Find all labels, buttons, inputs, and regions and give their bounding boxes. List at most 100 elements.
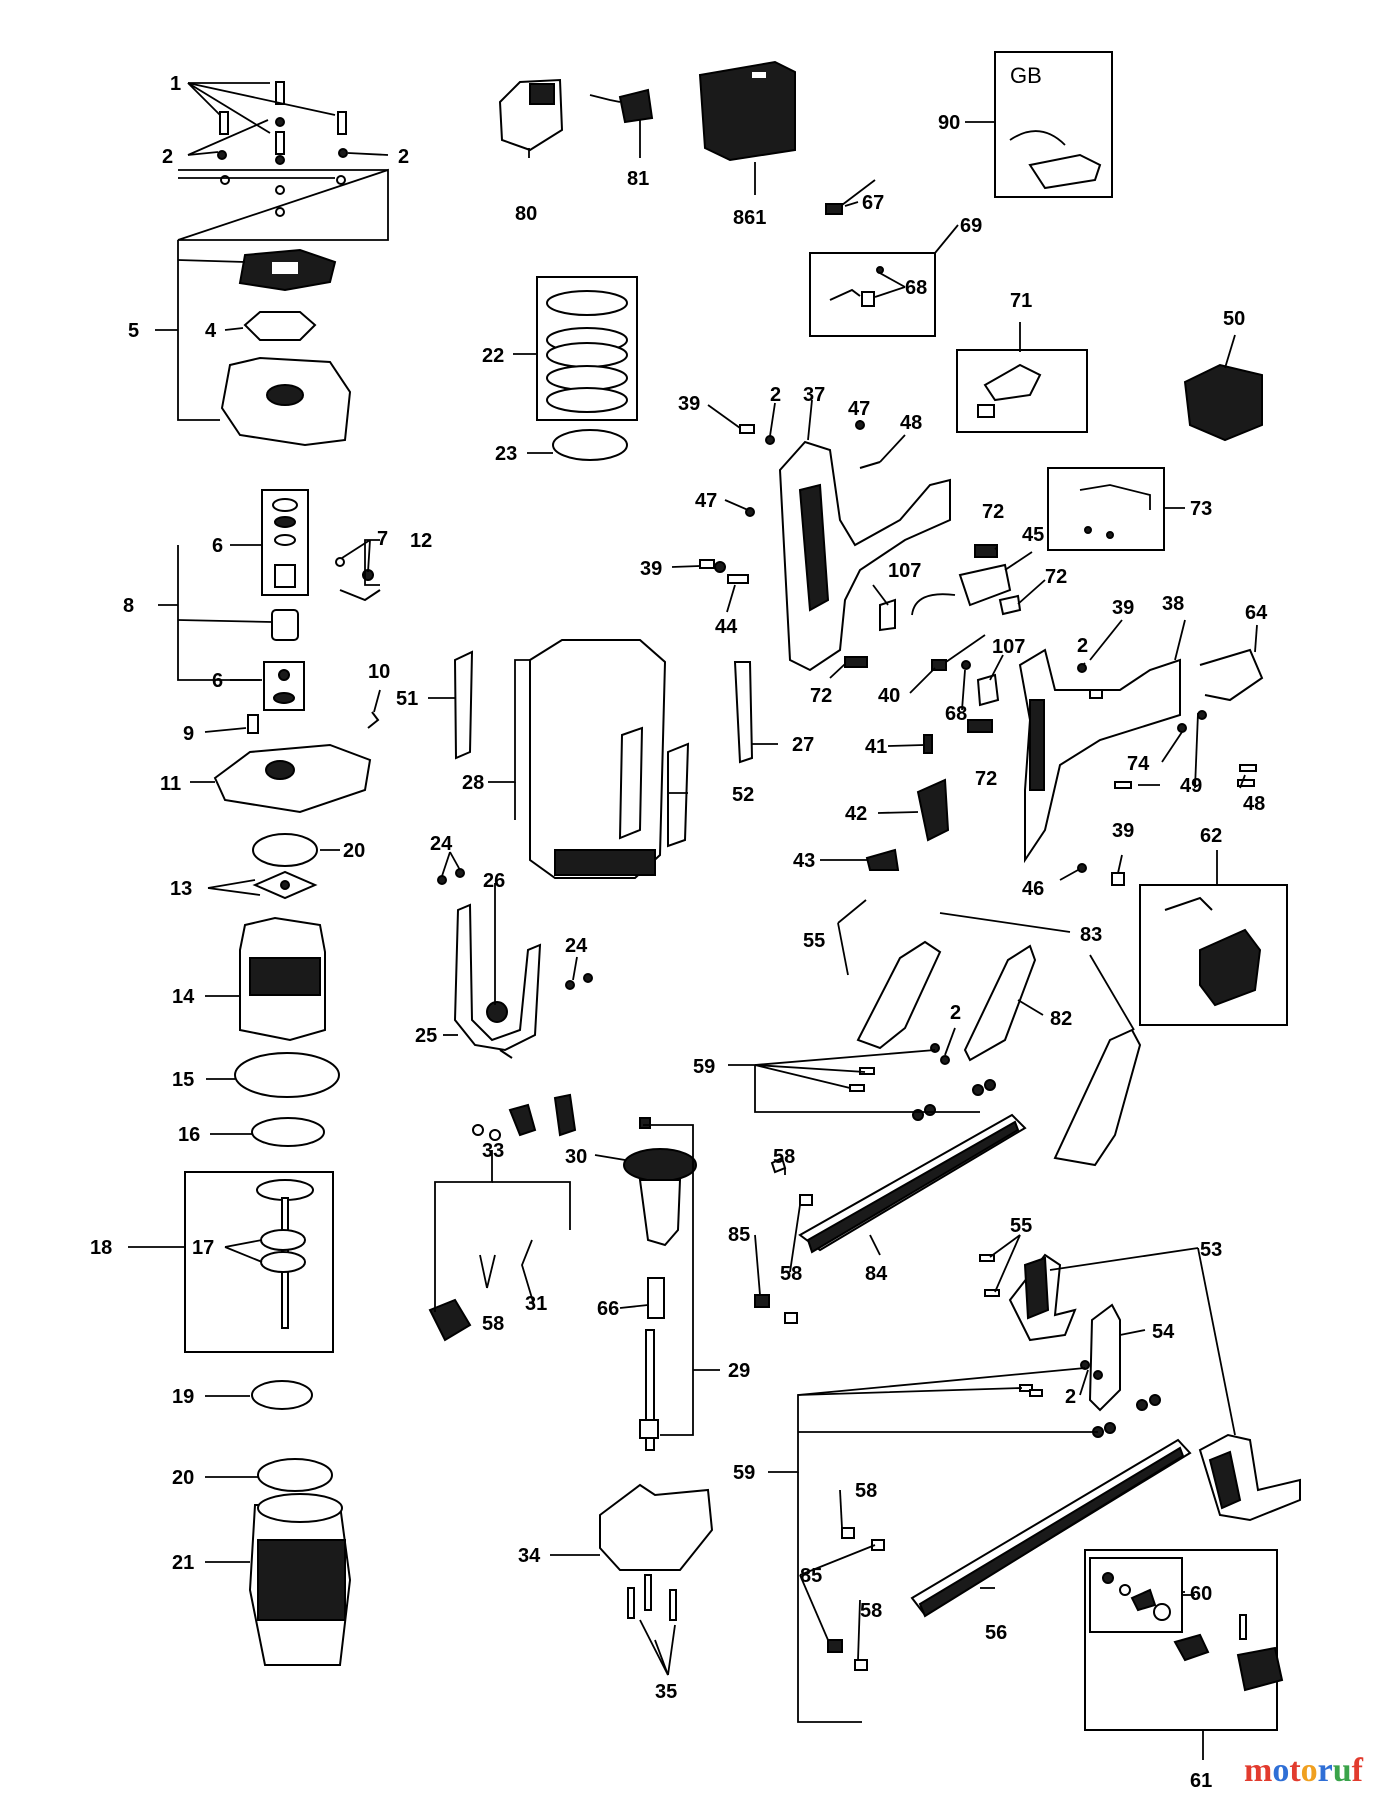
callout-24: 24 bbox=[565, 935, 588, 957]
callout-62: 62 bbox=[1200, 825, 1222, 847]
pad-72c bbox=[844, 656, 868, 668]
callout-82: 82 bbox=[1050, 1008, 1072, 1030]
callout-21: 21 bbox=[172, 1552, 194, 1574]
callout-17: 17 bbox=[192, 1237, 214, 1259]
callout-107: 107 bbox=[992, 636, 1025, 658]
callout-48: 48 bbox=[900, 412, 922, 434]
callout-59: 59 bbox=[693, 1056, 715, 1078]
gasket-15 bbox=[234, 1052, 340, 1098]
callout-12: 12 bbox=[410, 530, 432, 552]
screws-35 bbox=[627, 1574, 677, 1621]
watermark-letter: u bbox=[1332, 1752, 1352, 1789]
callout-55: 55 bbox=[803, 930, 825, 952]
bumper-51 bbox=[453, 650, 474, 760]
callout-7: 7 bbox=[377, 528, 388, 550]
callout-81: 81 bbox=[627, 168, 649, 190]
callout-39: 39 bbox=[1112, 597, 1134, 619]
callout-19: 19 bbox=[172, 1386, 194, 1408]
motor-45 bbox=[911, 544, 1012, 616]
charger-box-gb bbox=[994, 51, 1113, 198]
callout-34: 34 bbox=[518, 1545, 541, 1567]
callout-20: 20 bbox=[343, 840, 365, 862]
latch-43 bbox=[865, 848, 900, 871]
callout-31: 31 bbox=[525, 1293, 547, 1315]
callout-26: 26 bbox=[483, 870, 505, 892]
callout-2: 2 bbox=[1077, 635, 1088, 657]
callout-49: 49 bbox=[1180, 775, 1202, 797]
magazine-arm-82 bbox=[963, 944, 1037, 1062]
watermark-letter: o bbox=[1300, 1752, 1318, 1789]
guard-34 bbox=[599, 1483, 714, 1571]
callout-44: 44 bbox=[715, 616, 738, 638]
callout-27: 27 bbox=[792, 734, 814, 756]
magazine-arm-54 bbox=[1088, 1303, 1121, 1412]
callout-41: 41 bbox=[865, 736, 887, 758]
battery-50 bbox=[1183, 363, 1263, 442]
callout-71: 71 bbox=[1010, 290, 1032, 312]
callout-80: 80 bbox=[515, 203, 537, 225]
callout-861: 861 bbox=[733, 207, 766, 229]
callout-46: 46 bbox=[1022, 878, 1044, 900]
callout-72: 72 bbox=[975, 768, 997, 790]
callout-11: 11 bbox=[160, 773, 181, 795]
callout-64: 64 bbox=[1245, 602, 1268, 624]
callout-5: 5 bbox=[128, 320, 139, 342]
parts-58-85b bbox=[827, 1527, 885, 1671]
callout-40: 40 bbox=[878, 685, 900, 707]
latch-kit-62 bbox=[1164, 896, 1262, 1007]
callout-47: 47 bbox=[848, 398, 870, 420]
callout-48: 48 bbox=[1243, 793, 1265, 815]
callout-37: 37 bbox=[803, 384, 825, 406]
charger-80 bbox=[498, 78, 564, 152]
kit-68 bbox=[829, 266, 884, 307]
callout-39: 39 bbox=[678, 393, 700, 415]
callout-33: 33 bbox=[482, 1140, 504, 1162]
watermark-letter: o bbox=[1272, 1752, 1290, 1789]
callout-85: 85 bbox=[728, 1224, 750, 1246]
screw-46 bbox=[1077, 863, 1087, 873]
callout-2: 2 bbox=[398, 146, 409, 168]
callout-58: 58 bbox=[482, 1313, 504, 1335]
pin-39d bbox=[1111, 872, 1125, 886]
bracket-107b bbox=[976, 673, 1000, 707]
callout-14: 14 bbox=[172, 986, 195, 1008]
kit-box-73 bbox=[1047, 467, 1165, 551]
callout-61: 61 bbox=[1190, 1770, 1212, 1792]
callout-58: 58 bbox=[773, 1146, 795, 1168]
callout-58: 58 bbox=[855, 1480, 877, 1502]
callout-9: 9 bbox=[183, 723, 194, 745]
screws-24a bbox=[437, 868, 465, 885]
bracket-64 bbox=[1199, 648, 1264, 702]
callout-20: 20 bbox=[172, 1467, 194, 1489]
o-ring-20b bbox=[257, 1458, 333, 1492]
callout-84: 84 bbox=[865, 1263, 888, 1285]
watermark-letter: t bbox=[1289, 1752, 1301, 1789]
housing-38 bbox=[1018, 648, 1181, 864]
callout-54: 54 bbox=[1152, 1321, 1175, 1343]
callout-6: 6 bbox=[212, 535, 223, 557]
screws-24b bbox=[565, 973, 593, 990]
callout-39: 39 bbox=[1112, 820, 1134, 842]
parts-58-85a bbox=[754, 1156, 813, 1324]
magazine-support-83 bbox=[1053, 1028, 1142, 1167]
screws-37 bbox=[699, 420, 881, 584]
bracket-107a bbox=[879, 598, 896, 632]
battery-81 bbox=[589, 88, 654, 124]
callout-58: 58 bbox=[860, 1600, 882, 1622]
piston-assembly bbox=[184, 1171, 334, 1353]
motor-housing bbox=[239, 916, 326, 1042]
harness-73 bbox=[1079, 484, 1151, 539]
callout-50: 50 bbox=[1223, 308, 1245, 330]
wire-guide-27 bbox=[733, 661, 754, 764]
callout-43: 43 bbox=[793, 850, 815, 872]
callout-2: 2 bbox=[770, 384, 781, 406]
callout-16: 16 bbox=[178, 1124, 200, 1146]
latch-kit-61 bbox=[1173, 1614, 1284, 1692]
callout-72: 72 bbox=[810, 685, 832, 707]
callout-83: 83 bbox=[1080, 924, 1102, 946]
callout-45: 45 bbox=[1022, 524, 1044, 546]
callout-25: 25 bbox=[415, 1025, 437, 1047]
head-base bbox=[213, 711, 380, 814]
retaining-ring-16 bbox=[251, 1117, 325, 1147]
